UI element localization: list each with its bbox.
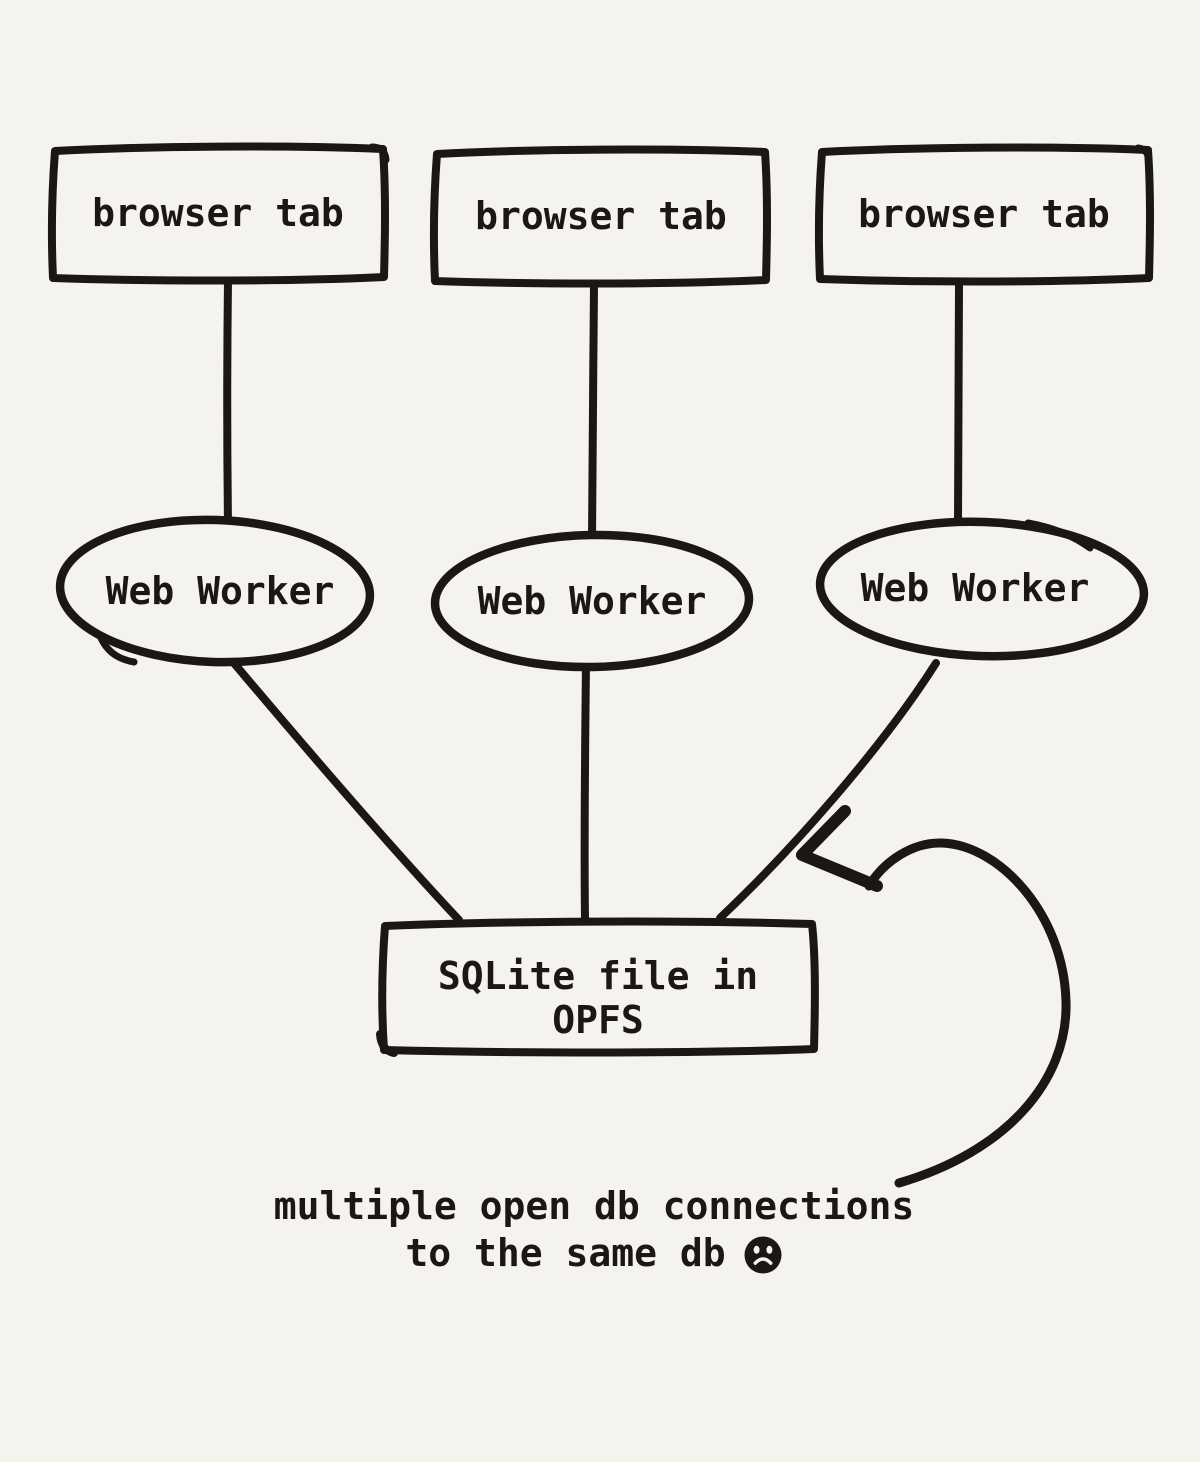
annotation-arrowhead: [796, 805, 883, 892]
browser-tab-label-1: browser tab: [92, 191, 344, 235]
worker-db-connector-2: [580, 659, 590, 922]
tab-worker-connector-1: [223, 276, 232, 528]
browser-tab-label-3: browser tab: [858, 192, 1110, 236]
web-worker-label-1: Web Worker: [105, 569, 335, 613]
web-worker-ellipse-3-overstroke: [1024, 519, 1094, 552]
worker-db-connector-1: [229, 658, 463, 924]
browser-tab-box-2: [429, 145, 771, 288]
sqlite-label-line-1: SQLite file in: [437, 953, 759, 998]
sqlite-label-line-2: OPFS: [552, 997, 644, 1042]
web-worker-ellipse-1-tail: [97, 634, 138, 666]
annotation-arrow-curve: [864, 838, 1071, 1188]
caption-line-1: multiple open db connections: [273, 1184, 915, 1228]
web-worker-ellipse-3: [815, 517, 1149, 661]
browser-tab-box-3-corner-stroke: [1134, 144, 1153, 167]
web-worker-ellipse-2: [430, 530, 754, 672]
web-worker-label-3: Web Worker: [860, 566, 1090, 610]
frowning-face-icon: [744, 1236, 782, 1274]
tab-worker-connector-2: [588, 281, 598, 544]
browser-tab-box-1-corner-stroke: [368, 143, 390, 164]
web-worker-label-2: Web Worker: [477, 579, 707, 623]
caption-line-2-text: to the same db: [405, 1231, 726, 1275]
browser-tab-label-2: browser tab: [475, 194, 727, 238]
worker-db-connector-3: [716, 659, 940, 922]
caption-line-2: to the same db: [144, 1230, 1044, 1276]
tab-worker-connector-3: [954, 280, 963, 527]
sqlite-box-corner-stroke: [376, 1030, 398, 1057]
browser-tab-box-1: [47, 142, 389, 285]
web-worker-ellipse-1: [55, 515, 375, 667]
sqlite-label: SQLite file in OPFS: [378, 918, 818, 1055]
browser-tab-box-3: [814, 143, 1154, 286]
